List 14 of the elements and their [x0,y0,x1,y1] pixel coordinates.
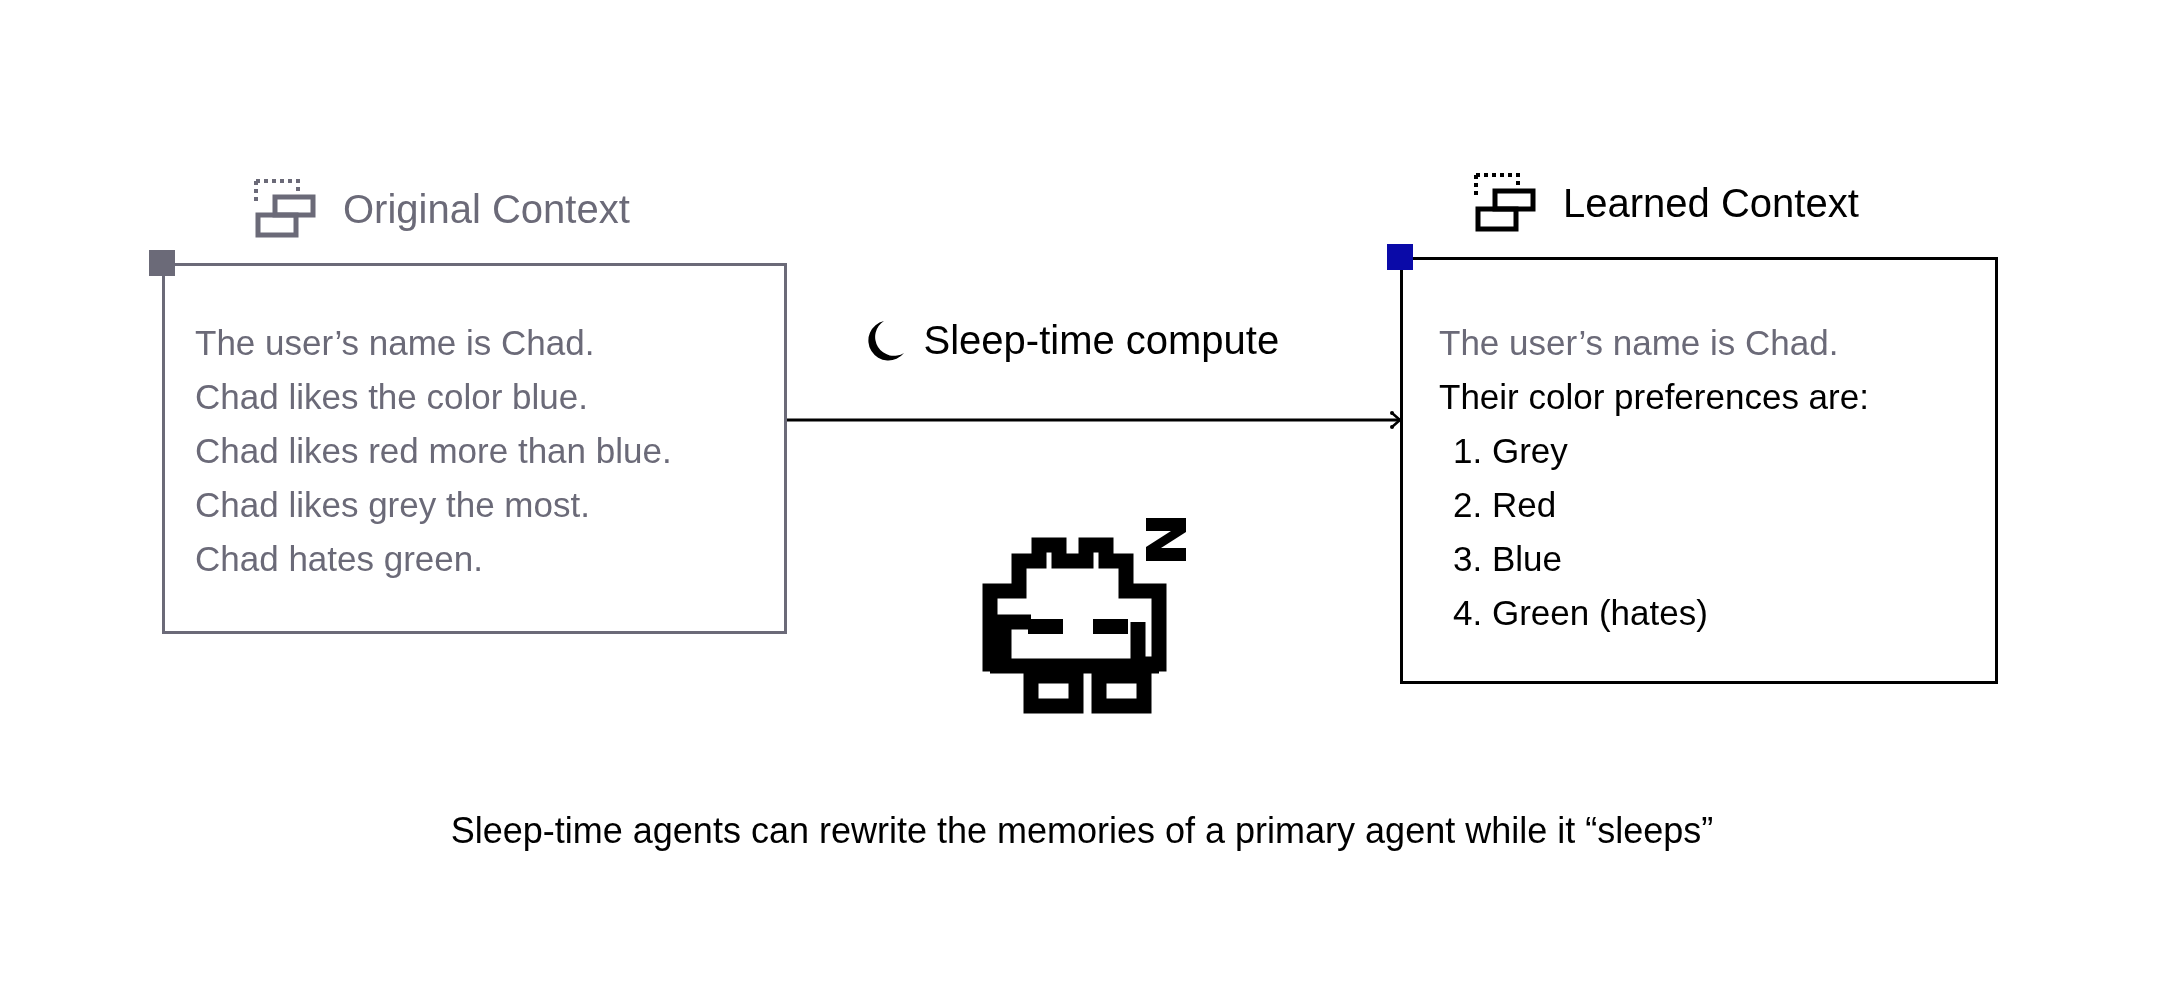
list-item: 4. Green (hates) [1453,592,1708,634]
list-item: 3. Blue [1453,538,1562,580]
text-line: Chad hates green. [195,538,483,580]
text-line: Chad likes red more than blue. [195,430,672,472]
text-line: The user’s name is Chad. [195,322,595,364]
text-line: Chad likes grey the most. [195,484,590,526]
box-title: Original Context [343,186,630,232]
text-line: The user’s name is Chad. [1439,322,1839,364]
text-line: Chad likes the color blue. [195,376,588,418]
list-item: 1. Grey [1453,430,1568,472]
box-title: Learned Context [1563,180,1859,226]
caption: Sleep-time agents can rewrite the memories of a primary agent while it “sleeps” [450,810,1714,852]
text-line: Their color preferences are: [1439,376,1869,418]
list-item: 2. Red [1453,484,1557,526]
